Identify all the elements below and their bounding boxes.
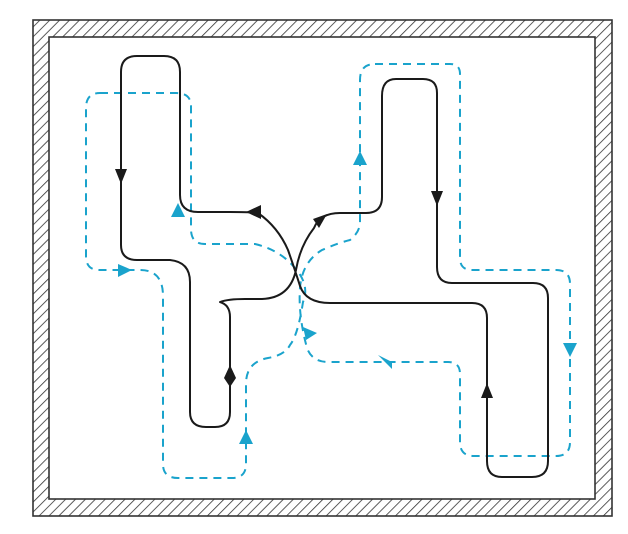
dashed-arrow-down-right: [563, 343, 577, 357]
wall-inner-edge: [48, 36, 596, 500]
dashed-arrow-upright-center: [303, 327, 317, 340]
solid-arrow-down-left: [115, 169, 127, 184]
dashed-arrow-right-left: [118, 264, 132, 277]
dashed-arrow-up-left: [171, 203, 185, 217]
solid-arrow-up-bottom-right: [481, 383, 493, 398]
dashed-path-line: [85, 63, 571, 479]
solid-arrow-down-right: [431, 191, 443, 206]
dashed-arrow-up-top-right: [353, 151, 367, 165]
solid-arrow-left-center: [246, 205, 261, 219]
enclosure-wall: [32, 19, 613, 517]
dashed-arrow-left-bottom: [378, 355, 392, 369]
solid-path: [115, 55, 549, 478]
solid-arrow-up-left-leg: [224, 365, 236, 387]
solid-path-line: [120, 55, 549, 478]
dashed-path: [85, 63, 577, 479]
solid-arrow-upright-center: [313, 214, 327, 228]
dashed-arrow-up-bottom-left: [239, 430, 253, 444]
wall-outer-edge: [32, 19, 613, 517]
